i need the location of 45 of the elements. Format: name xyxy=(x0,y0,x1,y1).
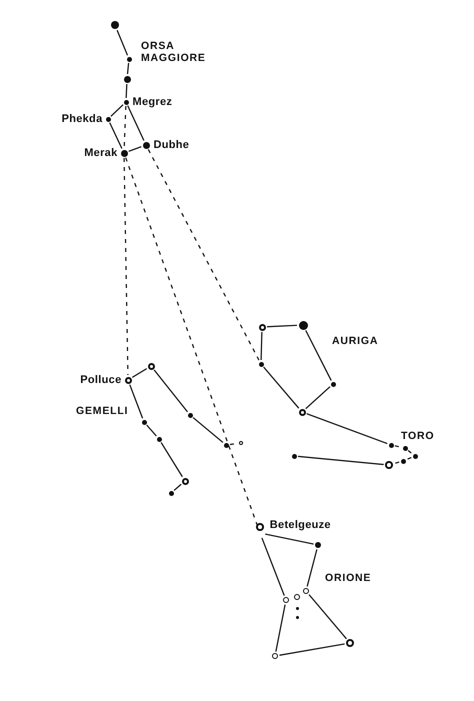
star-name: Dubhe xyxy=(154,139,190,151)
star-line xyxy=(261,538,285,596)
constellation-name: AURIGA xyxy=(332,335,380,347)
star-line xyxy=(305,386,330,410)
star-dashed-line xyxy=(394,445,402,448)
star-dashed-line xyxy=(124,158,128,376)
star-line xyxy=(298,456,384,466)
constellation-name: TORO xyxy=(401,430,436,442)
star-name: Betelgeuze xyxy=(270,519,331,531)
star-line xyxy=(306,413,388,444)
star-dashed-line xyxy=(394,462,400,464)
star-line xyxy=(192,417,224,443)
star-line xyxy=(132,368,148,378)
star-line xyxy=(263,366,300,409)
constellation-name: GEMELLI xyxy=(76,405,130,417)
star-name: Merak xyxy=(84,147,118,159)
constellation-name: ORIONE xyxy=(325,572,372,584)
star-line xyxy=(116,30,128,56)
star-line xyxy=(279,643,345,656)
star-line xyxy=(126,62,130,74)
star-dashed-line xyxy=(406,456,412,460)
star-line xyxy=(260,332,262,360)
star-line xyxy=(126,84,128,98)
star-dashed-line xyxy=(148,149,260,361)
star-line xyxy=(154,370,188,412)
star-name: Megrez xyxy=(132,96,172,108)
star-line xyxy=(160,442,183,478)
constellation-name: ORSA MAGGIORE xyxy=(141,40,207,64)
star-line xyxy=(265,533,314,545)
star-line xyxy=(146,424,157,436)
star-line xyxy=(275,604,286,652)
star-line xyxy=(128,146,142,152)
star-name: Polluce xyxy=(80,374,122,386)
star-line xyxy=(308,594,347,640)
star-name: Phekda xyxy=(62,113,102,125)
star-dashed-line xyxy=(124,106,126,148)
star-line xyxy=(109,122,122,149)
star-line xyxy=(129,384,144,418)
star-line xyxy=(306,549,318,587)
star-line xyxy=(266,324,298,328)
star-line xyxy=(305,330,332,381)
star-line xyxy=(110,104,124,117)
star-line xyxy=(174,484,182,491)
star-dashed-line xyxy=(408,450,412,454)
star-line xyxy=(127,105,144,141)
